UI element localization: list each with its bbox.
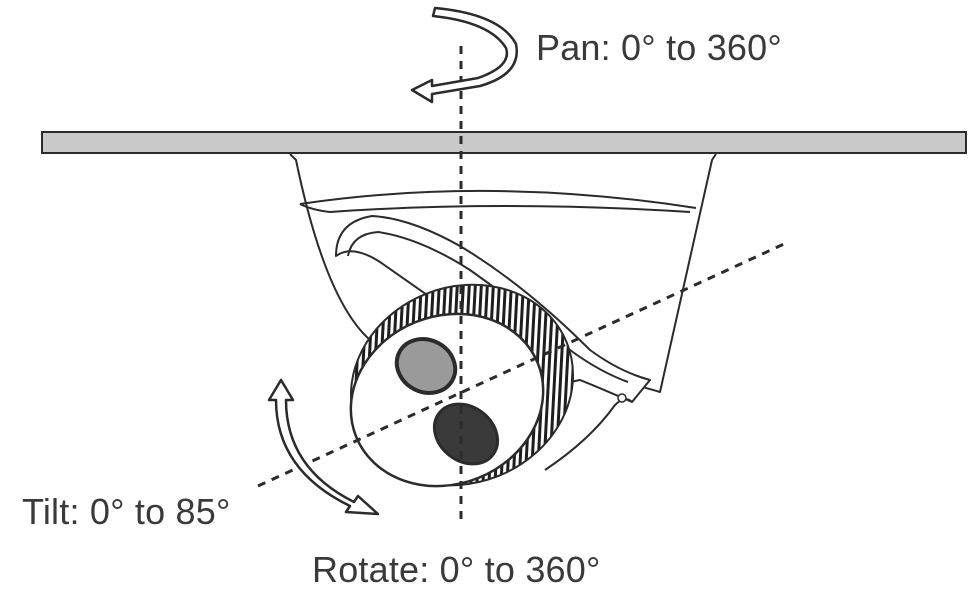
camera-dome-rim xyxy=(299,189,697,209)
ir-sensor-window xyxy=(394,337,458,395)
eyeball-socket-inner-line xyxy=(347,230,629,383)
tilt-range-label: Tilt: 0° to 85° xyxy=(22,491,231,532)
tilt-rotation-arrow xyxy=(267,378,380,516)
socket-screw xyxy=(617,393,627,403)
eyeball-lower-shell xyxy=(544,398,633,471)
tilt-axis-line xyxy=(257,242,785,488)
pan-rotation-arrow xyxy=(410,6,518,104)
camera-dome-inner xyxy=(299,203,691,214)
rotate-range-label: Rotate: 0° to 360° xyxy=(312,549,601,590)
pan-range-label: Pan: 0° to 360° xyxy=(536,27,782,68)
ceiling-plate xyxy=(41,131,967,154)
camera-lens xyxy=(432,402,500,466)
